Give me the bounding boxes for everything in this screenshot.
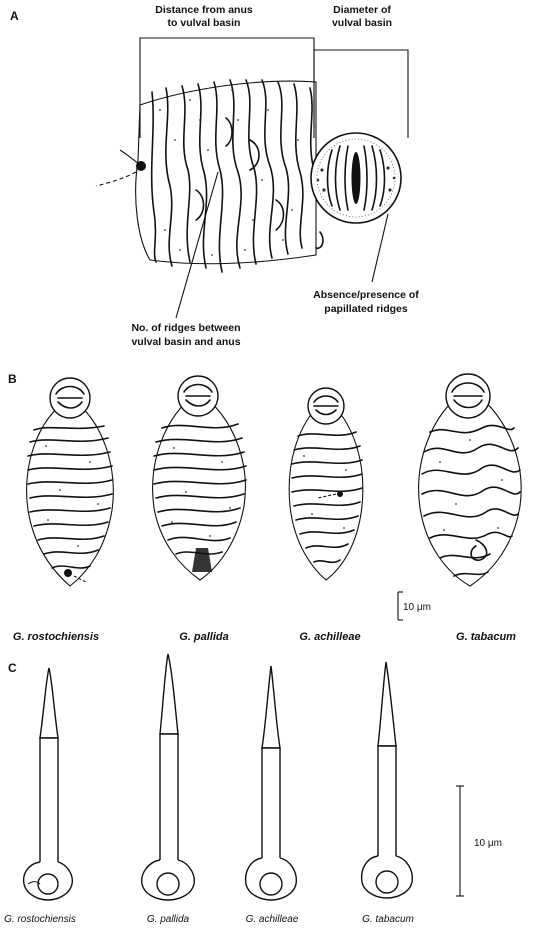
papillated-label-line1: Absence/presence of — [313, 289, 419, 301]
species-c-achilleae: G. achilleae — [246, 914, 299, 925]
species-b-rostochiensis: G. rostochiensis — [13, 631, 99, 643]
distance-label-line2: to vulval basin — [168, 17, 241, 29]
scale-b-label: 10 μm — [403, 602, 431, 613]
species-b-pallida: G. pallida — [179, 631, 229, 643]
panel-label-b: B — [8, 372, 17, 386]
diameter-label-line1: Diameter of — [333, 4, 391, 16]
cone-pattern-pallida — [153, 376, 246, 580]
ridges-label-line2: vulval basin and anus — [131, 336, 240, 348]
scale-c-label: 10 μm — [474, 838, 502, 849]
distance-label-line1: Distance from anus — [155, 4, 253, 16]
panel-label-c: C — [8, 661, 17, 675]
species-c-pallida: G. pallida — [147, 914, 190, 925]
ridges-label-line1: No. of ridges between — [131, 322, 240, 334]
species-c-rostochiensis: G. rostochiensis — [4, 914, 76, 925]
stylet-achilleae — [246, 666, 297, 900]
cone-pattern-tabacum — [419, 374, 521, 586]
cuticular-ridges — [152, 80, 323, 272]
stylet-rostochiensis — [24, 668, 73, 900]
species-b-tabacum: G. tabacum — [456, 631, 516, 643]
stylet-tabacum — [362, 662, 413, 898]
papillated-label-line2: papillated ridges — [324, 303, 408, 315]
vulval-basin — [311, 133, 401, 223]
species-c-tabacum: G. tabacum — [362, 914, 414, 925]
cone-pattern-achilleae — [289, 388, 363, 580]
papillated-leader — [372, 214, 388, 282]
cone-pattern-rostochiensis — [27, 378, 114, 586]
panel-label-a: A — [10, 9, 19, 23]
panel-a-diagram: Distance from anus to vulval basin Diame… — [96, 4, 419, 348]
scale-bar-c: 10 μm — [456, 786, 502, 896]
scale-bar-b: 10 μm — [398, 592, 431, 620]
species-b-achilleae: G. achilleae — [299, 631, 360, 643]
diameter-label-line2: vulval basin — [332, 17, 392, 29]
ridges-leader — [176, 172, 218, 318]
cuticle-outline — [136, 81, 316, 264]
diameter-bracket — [314, 50, 408, 138]
stylet-pallida — [142, 654, 195, 900]
stipple-a — [159, 89, 299, 256]
